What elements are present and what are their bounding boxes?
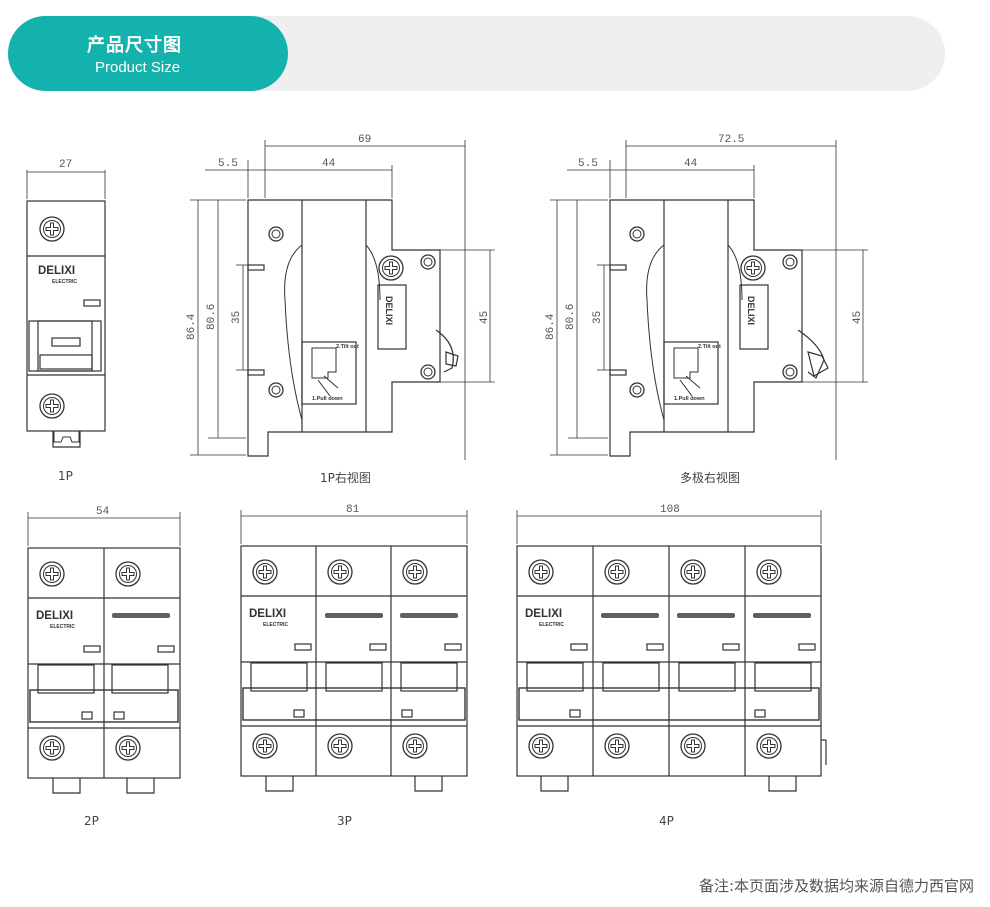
caption-1p: 1P — [58, 469, 73, 483]
brand-label-side1: DELIXI — [384, 296, 394, 325]
header-pill — [8, 16, 288, 91]
tilt-out-label-side1: 2.Tilt out — [336, 344, 359, 350]
pull-down-label-side1: 1.Pull down — [312, 396, 343, 402]
caption-side1: 1P右视图 — [320, 471, 371, 485]
dim-sidem-h1: 86.4 — [545, 313, 557, 340]
dim-sidem-h3: 35 — [592, 311, 604, 324]
dim-side1-b: 44 — [322, 158, 336, 170]
caption-3p: 3P — [337, 814, 352, 828]
dim-sidem-total: 72.5 — [718, 134, 744, 146]
front-4p-drawing — [516, 510, 827, 792]
dim-side1-a: 5.5 — [218, 158, 238, 170]
dim-side1-h4: 45 — [479, 311, 491, 324]
dim-2p-width: 54 — [96, 506, 110, 518]
dim-sidem-h4: 45 — [852, 311, 864, 324]
side-view-multi-drawing — [550, 140, 868, 460]
brand-sub-4p: ELECTRIC — [539, 622, 564, 628]
caption-sidem: 多极右视图 — [680, 471, 741, 485]
brand-label-1p: DELIXI — [38, 265, 75, 277]
brand-label-sidem: DELIXI — [746, 296, 756, 325]
header-title: 产品尺寸图 — [87, 35, 182, 56]
front-3p-drawing — [240, 510, 468, 792]
pull-down-label-sidem: 1.Pull down — [674, 396, 705, 402]
caption-4p: 4P — [659, 814, 674, 828]
dim-side1-total: 69 — [358, 134, 371, 146]
header-subtitle: Product Size — [95, 59, 181, 76]
caption-2p: 2P — [84, 814, 99, 828]
side-view-1p-drawing — [190, 140, 495, 460]
terminal-screws — [39, 216, 782, 761]
front-2p-drawing — [27, 512, 181, 794]
front-1p-drawing — [26, 170, 106, 448]
tilt-out-label-sidem: 2.Tilt out — [698, 344, 721, 350]
dim-side1-h3: 35 — [231, 311, 243, 324]
dim-4p-width: 108 — [660, 504, 680, 516]
brand-label-4p: DELIXI — [525, 608, 562, 620]
dim-sidem-a: 5.5 — [578, 158, 598, 170]
brand-sub-1p: ELECTRIC — [52, 279, 77, 285]
brand-label-3p: DELIXI — [249, 608, 286, 620]
brand-sub-3p: ELECTRIC — [263, 622, 288, 628]
dim-side1-h2: 80.6 — [206, 304, 218, 330]
handle-bars — [112, 613, 811, 618]
dim-side1-h1: 86.4 — [186, 313, 198, 340]
footer-note: 备注:本页面涉及数据均来源自德力西官网 — [698, 877, 974, 895]
dim-1p-width: 27 — [59, 159, 72, 171]
dim-sidem-b: 44 — [684, 158, 698, 170]
dim-sidem-h2: 80.6 — [565, 304, 577, 330]
dim-3p-width: 81 — [346, 504, 360, 516]
brand-sub-2p: ELECTRIC — [50, 624, 75, 630]
brand-label-2p: DELIXI — [36, 610, 73, 622]
